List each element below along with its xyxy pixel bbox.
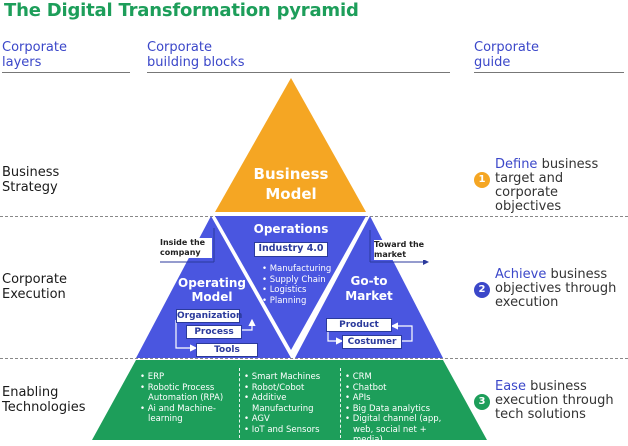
list-item: AGV [244,414,336,425]
label-line: Business [2,165,60,180]
business-model-label: Business Model [246,164,336,204]
guide-line: execution [495,295,559,310]
step-badge: 2 [474,282,490,298]
guide-achieve: Achieve business objectives through exec… [495,268,616,310]
label-line: Market [345,289,393,303]
column-header-guide: Corporate guide [474,40,539,70]
label-line: Strategy [2,180,58,195]
label-line: Technologies [2,400,86,415]
guide-line: tech solutions [495,407,586,422]
list-item: Robot/Cobot [244,383,336,394]
list-item: APIs [345,393,449,404]
step-badge: 3 [474,394,490,410]
list-item: Digital channel (app, web, social net + … [345,414,449,446]
label-line: Inside the [160,238,206,247]
cycle-arrow-icon [327,330,344,345]
go-to-market-label: Go-to Market [334,274,404,304]
tech-list-operations: Smart Machines Robot/Cobot Additive Manu… [244,372,336,435]
layer-corporate-execution: Corporate Execution [2,272,67,302]
guide-keyword: Achieve [495,267,547,282]
column-header-line: Corporate [474,40,539,55]
guide-keyword: Define [495,157,538,172]
label-line: Model [191,290,233,304]
list-item: Planning [262,296,331,307]
column-header-line: guide [474,55,511,70]
list-item: Chatbot [345,383,449,394]
label-line: Business [253,165,329,183]
list-item: Supply Chain [262,275,331,286]
list-item: Big Data analytics [345,404,449,415]
column-header-layers: Corporate layers [2,40,67,70]
business-model-block [215,78,366,212]
guide-line: objectives through [495,281,617,296]
tech-list-erp: ERP Robotic Process Automation (RPA) Ai … [140,372,236,425]
label-line: Operating [178,276,246,290]
label-line: Go-to [350,274,388,288]
divider [2,72,130,73]
list-item: IoT and Sensors [244,425,336,436]
list-item: Manufacturing [262,264,332,275]
guide-text: business [525,379,587,394]
tools-box: Tools [196,343,258,357]
operations-list: Manufacturing Supply Chain Logistics Pla… [262,264,332,307]
label-line: Model [265,185,317,203]
industry-tag: Industry 4.0 [254,242,328,257]
list-item: CRM [345,372,449,383]
tech-list-market: CRM Chatbot APIs Big Data analytics Digi… [345,372,449,446]
guide-ease: Ease business execution through tech sol… [495,380,614,422]
guide-line: Achieve business [495,268,616,282]
list-item: ERP [140,372,236,383]
label-line: Corporate [2,272,67,287]
list-item: Additive Manufacturing [244,393,336,414]
toward-market-label: Toward the market [374,240,430,260]
guide-line: Ease business [495,380,614,394]
label-line: company [160,248,201,257]
label-line: market [374,250,407,259]
column-header-blocks: Corporate building blocks [147,40,244,70]
guide-line: Define business [495,158,628,172]
label-line: Enabling [2,385,59,400]
list-item: Ai and Machine-learning [140,404,236,425]
layer-enabling-technologies: Enabling Technologies [2,385,86,415]
divider [474,72,624,73]
guide-text: business [537,157,599,172]
operating-model-label: Operating Model [172,276,252,304]
organization-box: Organization [176,309,243,323]
cycle-arrow-icon [390,322,413,342]
guide-define: Define business target and corporate obj… [495,158,628,214]
guide-keyword: Ease [495,379,526,394]
cycle-arrow-icon [175,320,198,352]
label-line: Toward the [374,240,425,249]
list-item: Logistics [262,285,331,296]
layer-separator [0,358,628,359]
operations-title: Operations [253,222,329,236]
column-header-line: building blocks [147,55,245,70]
step-badge: 1 [474,172,490,188]
guide-line: corporate objectives [495,185,562,214]
list-item: Robotic Process Automation (RPA) [140,383,236,404]
costumer-box: Costumer [342,335,402,349]
page-title: The Digital Transformation pyramid [4,0,359,21]
column-divider [340,368,341,438]
list-item: Smart Machines [244,372,336,383]
column-header-line: layers [2,55,42,70]
process-box: Process [186,325,242,339]
product-box: Product [326,318,392,332]
guide-line: execution through [495,393,614,408]
column-header-line: Corporate [2,40,67,55]
column-header-line: Corporate [147,40,212,55]
guide-text: business [546,267,608,282]
inside-company-label: Inside the company [160,238,212,258]
divider [147,72,450,73]
column-divider [239,368,240,438]
cycle-arrow-icon [240,318,256,331]
label-line: Execution [2,287,66,302]
guide-line: target and [495,171,564,186]
layer-business-strategy: Business Strategy [2,165,59,195]
